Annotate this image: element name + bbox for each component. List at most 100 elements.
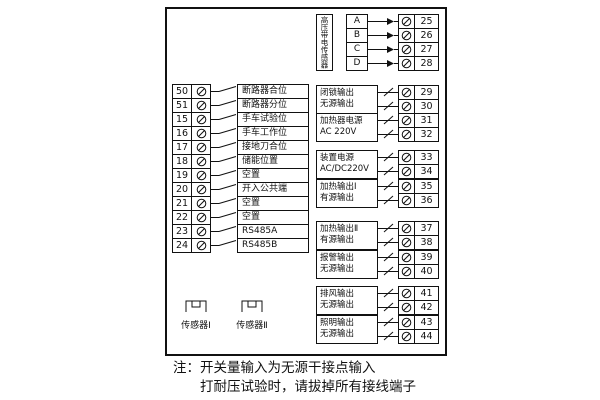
output-terminal-row: 39 [378, 250, 439, 265]
output-terminal-row: 34 [378, 164, 439, 179]
terminal-number: 40 [414, 264, 439, 279]
input-row: 16 手车工作位 [172, 126, 309, 141]
input-row: 17 接地刀合位 [172, 140, 309, 155]
terminal-circle-icon [401, 252, 412, 263]
input-row: 18 储能位置 [172, 154, 309, 169]
input-row: 50 断路器合位 [172, 84, 309, 99]
terminal-symbol [398, 164, 415, 179]
switch-contact-icon [211, 114, 237, 120]
arrow-icon [368, 46, 398, 53]
switch-contact-icon [211, 198, 237, 204]
terminal-symbol [398, 329, 415, 344]
hv-phase-row: B 26 [346, 28, 439, 43]
output-group: 照明输出 无源输出 43 44 [316, 315, 440, 344]
contact-icon [378, 152, 398, 162]
terminal-symbol [191, 84, 211, 99]
terminal-circle-icon [401, 266, 412, 277]
output-label-box: 加热输出Ⅱ 有源输出 [316, 221, 378, 250]
output-terminal-row: 32 [378, 127, 439, 142]
footnote: 注：开关量输入为无源干接点输入 打耐压试验时，请拔掉所有接线端子 [173, 359, 416, 397]
output-terminal-row: 42 [378, 300, 439, 315]
switch-contact-icon [211, 170, 237, 176]
output-group: 报警输出 无源输出 39 40 [316, 250, 440, 279]
terminal-circle-icon [401, 317, 412, 328]
terminal-number: 25 [414, 14, 439, 29]
sensor-icon [185, 300, 207, 312]
output-label-line: 加热器电源 [320, 116, 363, 127]
input-label: 手车试验位 [237, 112, 309, 127]
footnote-line-2: 打耐压试验时，请拔掉所有接线端子 [200, 379, 416, 395]
terminal-circle-icon [196, 128, 206, 139]
output-label-box: 加热输出Ⅰ 有源输出 [316, 179, 378, 208]
sensor-icon [241, 300, 263, 312]
contact-icon [378, 101, 398, 111]
terminal-symbol [398, 150, 415, 165]
terminal-circle-icon [401, 195, 412, 206]
terminal-symbol [398, 264, 415, 279]
output-label-box: 报警输出 无源输出 [316, 250, 378, 279]
terminal-number: 41 [414, 286, 439, 301]
terminal-circle-icon [401, 44, 412, 55]
terminal-circle-icon [196, 212, 206, 223]
terminal-circle-icon [401, 237, 412, 248]
output-label-box: 加热器电源 AC 220V [316, 113, 378, 142]
contact-icon [378, 166, 398, 176]
output-group: 闭锁输出 无源输出 29 30 [316, 85, 440, 114]
terminal-number: 44 [414, 329, 439, 344]
terminal-symbol [191, 182, 211, 197]
terminal-symbol [398, 113, 415, 128]
switch-contact-icon [211, 212, 237, 218]
terminal-circle-icon [196, 156, 206, 167]
terminal-circle-icon [401, 30, 412, 41]
hv-phase-row: C 27 [346, 42, 439, 57]
terminal-symbol [398, 193, 415, 208]
hv-sensor-label: 高压带电传感器 [316, 14, 333, 71]
contact-icon [378, 237, 398, 247]
contact-icon [378, 302, 398, 312]
footnote-line-1: 注：开关量输入为无源干接点输入 [173, 360, 376, 376]
terminal-circle-icon [196, 184, 206, 195]
terminal-number: 39 [414, 250, 439, 265]
terminal-circle-icon [401, 58, 412, 69]
output-label-line: 加热输出Ⅰ [320, 182, 357, 193]
output-label-line: 无源输出 [320, 300, 355, 310]
switch-contact-icon [211, 240, 237, 246]
terminal-number: 37 [414, 221, 439, 236]
arrow-icon [368, 60, 398, 67]
arrow-icon [368, 32, 398, 39]
terminal-circle-icon [401, 288, 412, 299]
input-row: 24 RS485B [172, 238, 309, 253]
terminal-number: 34 [414, 164, 439, 179]
output-group: 加热输出Ⅰ 有源输出 35 36 [316, 179, 440, 208]
switch-contact-icon [211, 142, 237, 148]
input-row: 51 断路器分位 [172, 98, 309, 113]
output-label-box: 装置电源 AC/DC220V [316, 150, 378, 179]
terminal-circle-icon [401, 101, 412, 112]
terminal-circle-icon [196, 170, 206, 181]
output-label-line: 装置电源 [320, 153, 355, 164]
terminal-circle-icon [401, 152, 412, 163]
output-label-box: 照明输出 无源输出 [316, 315, 378, 344]
terminal-number: 43 [414, 315, 439, 330]
terminal-symbol [398, 300, 415, 315]
terminal-number: 32 [414, 127, 439, 142]
output-label-line: 报警输出 [320, 253, 355, 264]
sensor-1: 传感器Ⅰ [172, 296, 220, 331]
output-terminal-row: 38 [378, 235, 439, 250]
sensor-1-label: 传感器Ⅰ [181, 321, 211, 331]
terminal-number: 33 [414, 150, 439, 165]
terminal-symbol [398, 286, 415, 301]
output-terminal-row: 30 [378, 99, 439, 114]
terminal-circle-icon [401, 87, 412, 98]
output-terminal-row: 35 [378, 179, 439, 194]
terminal-number: 28 [414, 56, 439, 71]
sensor-2-label: 传感器Ⅱ [236, 321, 268, 331]
terminal-number: 35 [414, 179, 439, 194]
terminal-number: 31 [414, 113, 439, 128]
switch-contact-icon [211, 128, 237, 134]
output-label-line: 闭锁输出 [320, 88, 355, 99]
contact-icon [378, 317, 398, 327]
hv-phase-row: D 28 [346, 56, 439, 71]
switch-contact-icon [211, 100, 237, 106]
